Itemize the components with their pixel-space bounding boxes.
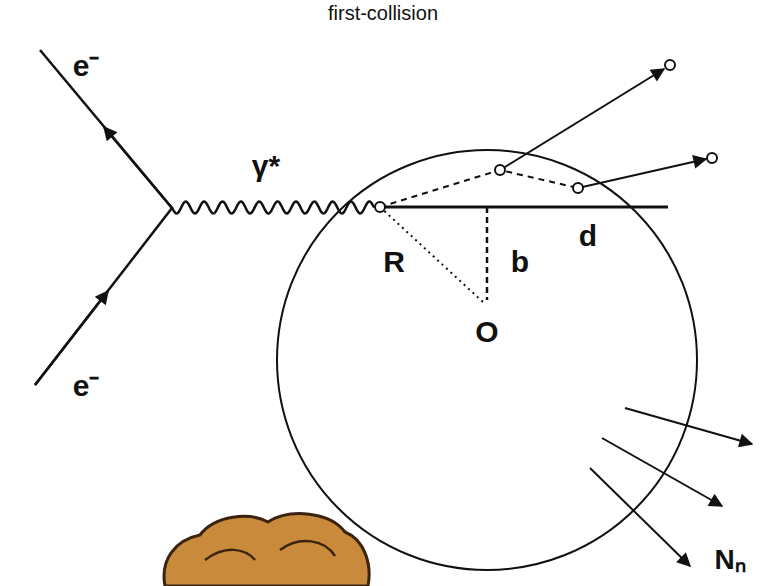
- particle-label: Nₙ: [714, 546, 745, 574]
- impact-parameter-line: [486, 207, 489, 300]
- symbol-label: d: [579, 221, 597, 251]
- vertex-dot: [573, 183, 583, 193]
- particle-label: e⁻: [73, 51, 100, 81]
- symbol-label: R: [383, 247, 405, 277]
- outgoing-arrow: [578, 159, 706, 188]
- neutron-arrow: [602, 438, 722, 506]
- chord-line: [380, 206, 668, 209]
- symbol-label: b: [511, 247, 529, 277]
- neutron-arrow: [625, 408, 752, 444]
- particle-label: e⁻: [73, 371, 100, 401]
- vertex-dot: [495, 165, 505, 175]
- electron-line: [40, 50, 172, 208]
- cartoon-detail: [205, 541, 335, 560]
- diagram-title: first-collision: [328, 3, 438, 23]
- outgoing-arrow: [500, 69, 664, 170]
- neutron-arrow: [590, 468, 690, 566]
- photon-wave: [172, 202, 374, 214]
- cartoon-figure: [164, 514, 369, 586]
- electron-arrow: [104, 127, 172, 208]
- particle-dot: [665, 60, 675, 70]
- particle-dot: [707, 153, 717, 163]
- particle-label: γ*: [252, 151, 280, 181]
- scatter-path: [380, 170, 578, 207]
- radius-line: [380, 207, 484, 303]
- electron-line: [35, 208, 172, 385]
- symbol-label: O: [475, 317, 498, 347]
- vertex-dot: [375, 202, 385, 212]
